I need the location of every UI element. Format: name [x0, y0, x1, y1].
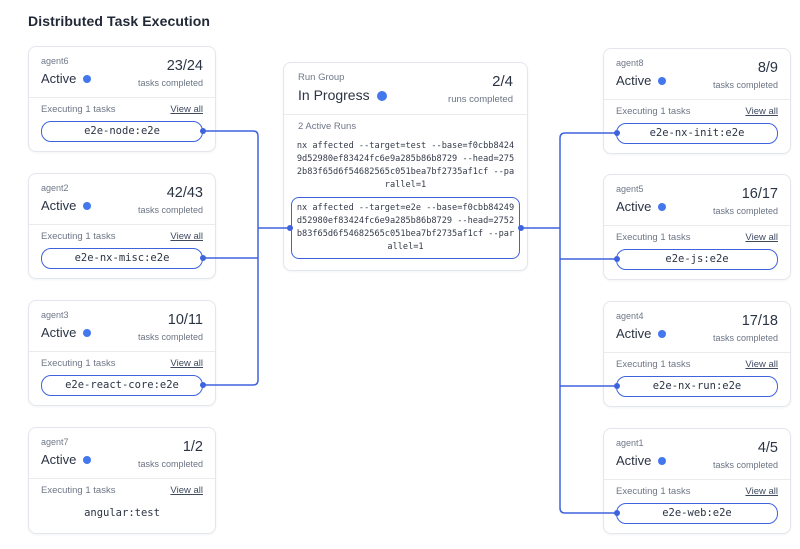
agent-card-agent4: agent4 Active 17/18 tasks completed Exec…: [603, 301, 791, 407]
view-all-link[interactable]: View all: [745, 359, 778, 370]
agent-card-header: agent8 Active 8/9 tasks completed: [604, 49, 790, 100]
task-pill[interactable]: e2e-nx-misc:e2e: [41, 248, 203, 269]
run-command[interactable]: nx affected --target=test --base=f0cbb84…: [296, 141, 515, 190]
agent-card-header: agent7 Active 1/2 tasks completed: [29, 428, 215, 479]
run-group-status: In Progress: [298, 87, 370, 103]
status-dot-icon: [83, 75, 92, 83]
status-dot-icon: [83, 456, 92, 464]
executing-label: Executing 1 tasks: [616, 232, 691, 243]
status-dot-icon: [658, 457, 667, 465]
agent-card-header: agent6 Active 23/24 tasks completed: [29, 47, 215, 98]
active-runs-label: 2 Active Runs: [298, 121, 357, 132]
tasks-count: 8/9: [757, 60, 778, 76]
task-pill[interactable]: e2e-js:e2e: [616, 249, 778, 270]
tasks-count: 16/17: [741, 186, 778, 202]
run-group-card: Run Group In Progress 2/4 runs completed…: [283, 62, 528, 271]
status-dot-icon: [658, 203, 667, 211]
agent-card-agent2: agent2 Active 42/43 tasks completed Exec…: [28, 173, 216, 279]
task-pill[interactable]: e2e-nx-init:e2e: [616, 123, 778, 144]
agent-name: agent7: [41, 437, 69, 447]
runs-count: 2/4: [492, 73, 513, 90]
status-dot-icon: [376, 90, 387, 101]
view-all-link[interactable]: View all: [745, 486, 778, 497]
agent-status: Active: [41, 198, 77, 213]
agent-name: agent1: [616, 438, 644, 448]
executing-label: Executing 1 tasks: [41, 485, 116, 496]
status-dot-icon: [83, 202, 92, 210]
status-dot-icon: [658, 330, 667, 338]
tasks-count-caption: tasks completed: [712, 206, 778, 216]
view-all-link[interactable]: View all: [745, 106, 778, 117]
view-all-link[interactable]: View all: [170, 358, 203, 369]
agent-card-header: agent5 Active 16/17 tasks completed: [604, 175, 790, 226]
agent-card-agent8: agent8 Active 8/9 tasks completed Execut…: [603, 48, 791, 154]
run-command-highlighted[interactable]: nx affected --target=e2e --base=f0cbb842…: [291, 197, 520, 259]
agent-status: Active: [616, 453, 652, 468]
runs-count-caption: runs completed: [448, 94, 513, 105]
status-dot-icon: [658, 77, 667, 85]
task-pill[interactable]: e2e-web:e2e: [616, 503, 778, 524]
agent-card-agent7: agent7 Active 1/2 tasks completed Execut…: [28, 427, 216, 534]
agent-card-agent3: agent3 Active 10/11 tasks completed Exec…: [28, 300, 216, 406]
view-all-link[interactable]: View all: [170, 231, 203, 242]
tasks-count: 23/24: [166, 58, 203, 74]
agent-name: agent8: [616, 58, 644, 68]
agent-name: agent5: [616, 184, 644, 194]
executing-label: Executing 1 tasks: [616, 486, 691, 497]
agent-card-header: agent1 Active 4/5 tasks completed: [604, 429, 790, 480]
agent-card-header: agent4 Active 17/18 tasks completed: [604, 302, 790, 353]
agent-card-agent5: agent5 Active 16/17 tasks completed Exec…: [603, 174, 791, 280]
agent-name: agent4: [616, 311, 644, 321]
tasks-count: 10/11: [167, 312, 203, 328]
agent-name: agent2: [41, 183, 69, 193]
status-dot-icon: [83, 329, 92, 337]
task-pill[interactable]: e2e-react-core:e2e: [41, 375, 203, 396]
view-all-link[interactable]: View all: [170, 485, 203, 496]
tasks-count: 4/5: [757, 440, 778, 456]
agent-card-header: agent2 Active 42/43 tasks completed: [29, 174, 215, 225]
page-title: Distributed Task Execution: [28, 13, 211, 29]
agent-status: Active: [616, 73, 652, 88]
executing-label: Executing 1 tasks: [616, 106, 691, 117]
run-command-text: nx affected --target=e2e --base=f0cbb842…: [296, 203, 515, 252]
tasks-count-caption: tasks completed: [712, 460, 778, 470]
task-label[interactable]: angular:test: [84, 507, 160, 519]
tasks-count-caption: tasks completed: [712, 333, 778, 343]
agent-status: Active: [616, 199, 652, 214]
agent-card-header: agent3 Active 10/11 tasks completed: [29, 301, 215, 352]
task-pill[interactable]: e2e-nx-run:e2e: [616, 376, 778, 397]
agent-card-agent6: agent6 Active 23/24 tasks completed Exec…: [28, 46, 216, 152]
agent-status: Active: [41, 71, 77, 86]
tasks-count: 1/2: [182, 439, 203, 455]
tasks-count-caption: tasks completed: [137, 459, 203, 469]
view-all-link[interactable]: View all: [170, 104, 203, 115]
agent-status: Active: [41, 325, 77, 340]
agent-name: agent6: [41, 56, 69, 66]
tasks-count: 17/18: [741, 313, 778, 329]
tasks-count-caption: tasks completed: [137, 78, 203, 88]
agent-card-agent1: agent1 Active 4/5 tasks completed Execut…: [603, 428, 791, 534]
executing-label: Executing 1 tasks: [41, 104, 116, 115]
run-group-label: Run Group: [298, 72, 345, 83]
tasks-count: 42/43: [166, 185, 203, 201]
agent-status: Active: [41, 452, 77, 467]
tasks-count-caption: tasks completed: [137, 332, 203, 342]
executing-label: Executing 1 tasks: [41, 358, 116, 369]
tasks-count-caption: tasks completed: [137, 205, 203, 215]
agent-name: agent3: [41, 310, 69, 320]
run-group-header: Run Group In Progress 2/4 runs completed: [284, 63, 527, 115]
executing-label: Executing 1 tasks: [41, 231, 116, 242]
agent-status: Active: [616, 326, 652, 341]
task-pill[interactable]: e2e-node:e2e: [41, 121, 203, 142]
view-all-link[interactable]: View all: [745, 232, 778, 243]
tasks-count-caption: tasks completed: [712, 80, 778, 90]
executing-label: Executing 1 tasks: [616, 359, 691, 370]
